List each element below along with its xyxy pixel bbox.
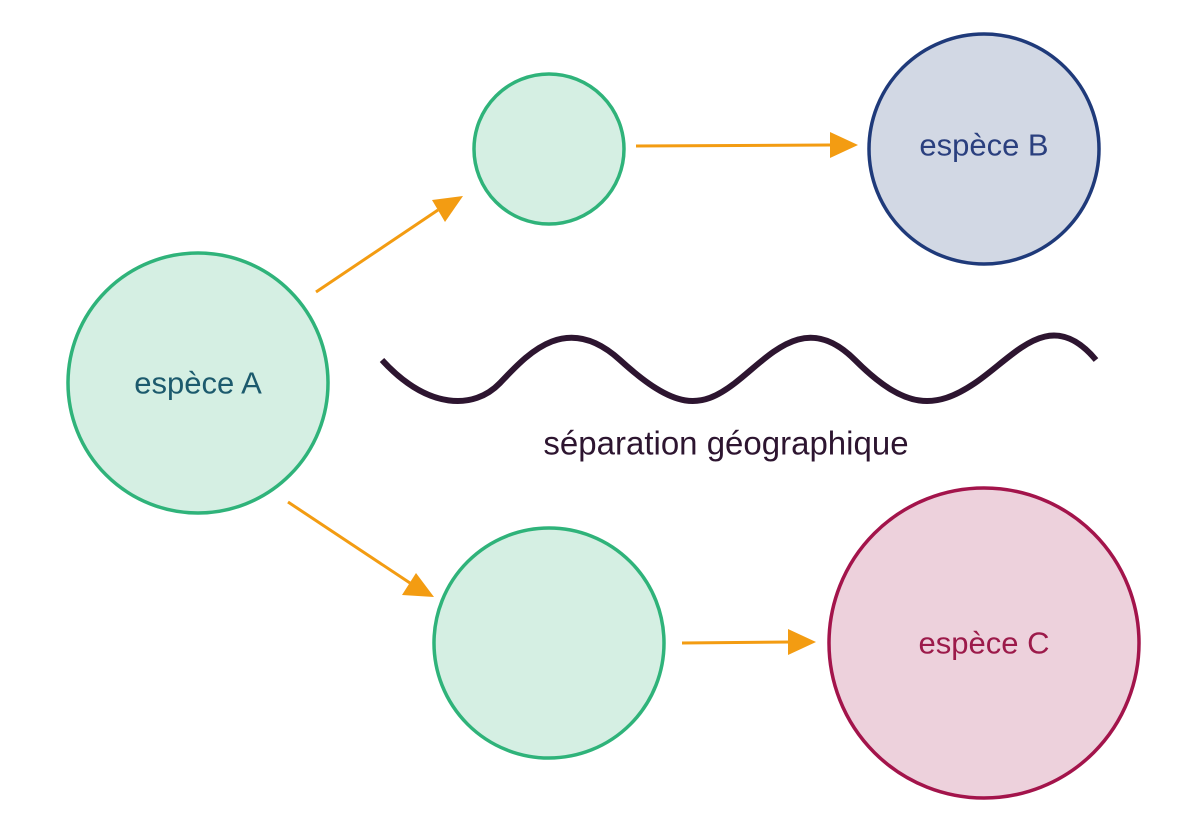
- arrowhead-upper-to-b: [830, 132, 858, 158]
- species-b-label: espèce B: [919, 128, 1048, 163]
- species-c-node: espèce C: [827, 486, 1141, 800]
- arrowhead-lower-to-c: [788, 629, 816, 655]
- arrow-lower-to-c: [681, 640, 791, 645]
- arrow-upper-to-b: [635, 143, 831, 148]
- species-b-node: espèce B: [867, 32, 1101, 266]
- arrowhead-a-to-upper: [432, 196, 463, 222]
- species-c-circle: [827, 486, 1141, 800]
- intermediate-population-upper: [472, 72, 626, 226]
- arrowhead-a-to-lower: [402, 573, 434, 597]
- species-a-label: espèce A: [134, 366, 262, 401]
- species-c-label: espèce C: [919, 626, 1050, 661]
- arrow-a-to-lower: [287, 500, 411, 585]
- species-a-circle: [66, 251, 330, 515]
- species-a-node: espèce A: [66, 251, 330, 515]
- geographic-barrier-wave: [379, 332, 1099, 405]
- arrow-a-to-upper: [315, 208, 439, 294]
- species-b-circle: [867, 32, 1101, 266]
- intermediate-population-lower: [432, 526, 666, 760]
- geographic-barrier-label: séparation géographique: [543, 425, 908, 462]
